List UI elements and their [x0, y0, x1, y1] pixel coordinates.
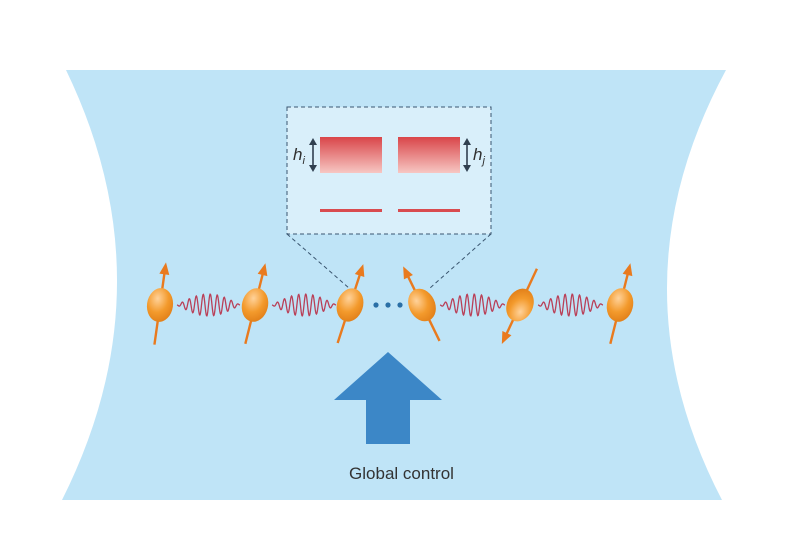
spin-arrow-head [622, 263, 633, 277]
wave-coupling-icon [537, 293, 604, 317]
spin-6 [606, 263, 634, 345]
spin-ball-icon [506, 288, 534, 322]
spin-arrow-head [501, 330, 512, 344]
wave-coupling-icon [271, 293, 337, 317]
inset-panel [286, 106, 492, 235]
spin-3 [336, 264, 365, 344]
spin-arrow-head [159, 262, 170, 275]
level-band-upper-left [320, 137, 382, 173]
spin-chain [146, 262, 634, 345]
spin-arrow-head [354, 264, 365, 278]
wave-coupling-icon [176, 293, 241, 317]
level-line-lower-left [320, 209, 382, 212]
spin-ball-icon [336, 288, 364, 322]
field-label-left: hi [293, 145, 305, 167]
double-arrow-icon [463, 138, 471, 172]
spin-arrow-head [403, 266, 413, 280]
double-arrow-icon [309, 138, 317, 172]
spin-5 [501, 268, 538, 344]
field-label-left-base: h [293, 145, 302, 164]
field-label-right-sub: j [480, 155, 485, 167]
spin-4 [403, 266, 441, 342]
spin-1 [146, 262, 174, 345]
spin-ball-icon [146, 288, 174, 322]
field-label-right-base: h [473, 145, 482, 164]
spin-ball-icon [606, 288, 634, 322]
spin-ball-icon [241, 288, 269, 322]
level-line-lower-right [398, 209, 460, 212]
wave-coupling-icon [439, 293, 506, 317]
spin-arrow-head [257, 263, 268, 277]
spin-ball-icon [408, 288, 436, 322]
level-band-upper-right [398, 137, 460, 173]
up-arrow-icon [334, 352, 442, 444]
field-label-left-sub: i [302, 155, 305, 167]
spin-2 [241, 263, 269, 345]
field-label-right: hj [473, 145, 485, 167]
global-control-label: Global control [349, 464, 454, 483]
chain-ellipsis [373, 302, 403, 308]
background-panel [62, 70, 726, 500]
